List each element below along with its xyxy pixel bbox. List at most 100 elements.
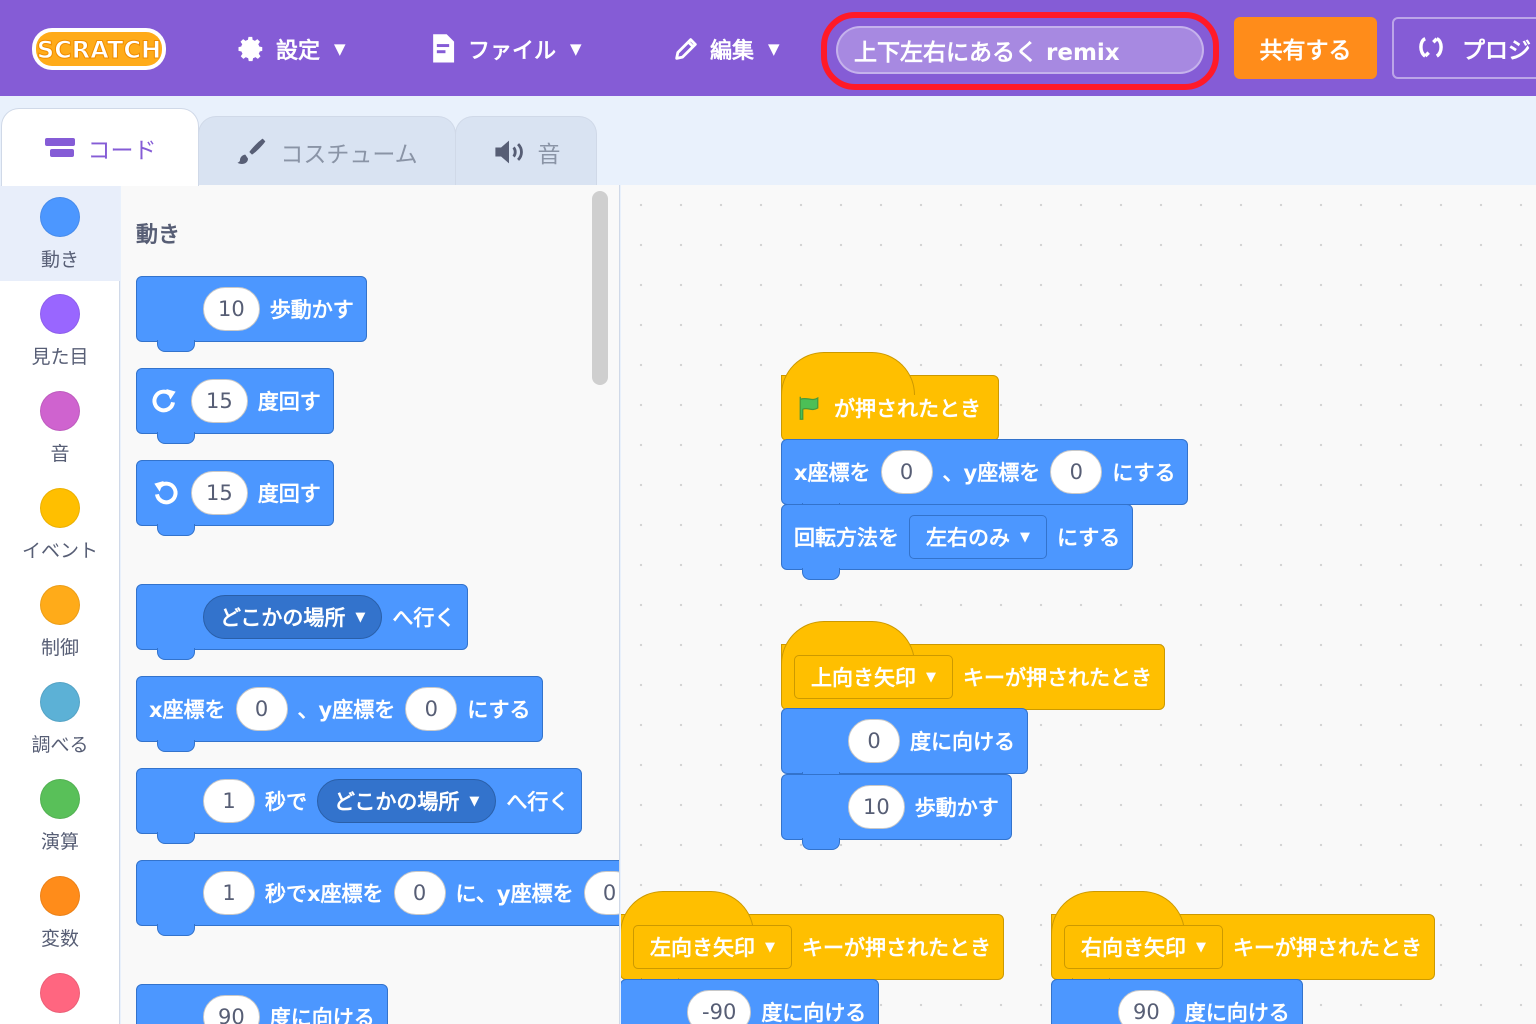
scratch-logo[interactable]: SCRATCH [30,24,168,74]
caret-down-icon: ▼ [768,40,780,58]
when-left-key-pressed-hat[interactable]: 左向き矢印▼ キーが押されたとき [621,891,1004,990]
point-direction-block[interactable]: 90 度に向ける [1051,979,1303,1024]
tab-sounds[interactable]: 音 [455,116,597,186]
rotate-right-icon [152,389,176,413]
dropdown-value: 上向き矢印 [811,666,916,690]
point-direction-block[interactable]: -90 度に向ける [621,979,880,1024]
triangle-down-icon: ▼ [1196,939,1206,955]
category-label: 調べる [31,734,89,756]
move-steps-block[interactable]: 10 歩動かす [781,774,1012,850]
code-blocks-icon [44,137,75,157]
category-my-blocks[interactable] [0,961,120,1024]
share-button[interactable]: 共有する [1234,17,1377,79]
edit-menu[interactable]: 編集 ▼ [672,26,780,72]
code-workspace[interactable]: が押されたとき x座標を 0 、y座標を 0 にする 回転方法を 左右のみ▼ に… [621,185,1536,1024]
goto-target-dropdown[interactable]: どこかの場所▼ [203,595,383,639]
set-rotation-style-block[interactable]: 回転方法を 左右のみ▼ にする [781,504,1134,580]
category-looks[interactable]: 見た目 [0,282,120,378]
category-operators[interactable]: 演算 [0,767,120,863]
glide-to-block[interactable]: 1 秒で どこかの場所▼ へ行く [136,768,583,844]
file-icon [433,34,455,63]
glide-xy-block[interactable]: 1 秒でx座標を 0 に、y座標を 0 [136,860,619,936]
tab-costumes[interactable]: コスチューム [198,116,456,186]
file-menu[interactable]: ファイル ▼ [428,26,582,72]
sound-dot-icon [40,391,80,431]
key-dropdown[interactable]: 上向き矢印▼ [794,655,953,699]
events-dot-icon [40,488,80,528]
steps-input[interactable]: 10 [203,287,260,331]
brush-icon [237,138,266,164]
direction-input[interactable]: 0 [848,719,900,763]
turn-left-block[interactable]: 15 度回す [136,460,334,536]
y-input[interactable]: 0 [583,871,619,915]
category-events[interactable]: イベント [0,476,120,572]
tab-code[interactable]: コード [1,108,199,186]
glide-target-dropdown[interactable]: どこかの場所▼ [317,779,497,823]
turn-right-block[interactable]: 15 度回す [136,368,334,444]
direction-input[interactable]: 90 [1118,990,1175,1024]
green-flag-icon [799,396,819,420]
gear-icon [238,36,263,62]
category-motion[interactable]: 動き [0,185,120,281]
rotation-style-dropdown[interactable]: 左右のみ▼ [909,515,1047,559]
project-title-input[interactable]: 上下左右にあるく remix [836,26,1204,74]
share-label: 共有する [1259,38,1352,64]
speaker-icon [494,140,523,163]
degrees-input[interactable]: 15 [191,471,248,515]
category-control[interactable]: 制御 [0,573,120,669]
dropdown-value: どこかの場所 [220,606,346,630]
key-dropdown[interactable]: 左向き矢印▼ [633,925,792,969]
rotate-left-icon [154,481,178,505]
seconds-input[interactable]: 1 [203,779,255,823]
when-up-key-pressed-hat[interactable]: 上向き矢印▼ キーが押されたとき [781,621,1165,720]
hat-text: キーが押されたとき [963,666,1152,690]
category-label: 音 [50,443,70,465]
steps-input[interactable]: 10 [848,785,905,829]
degrees-input[interactable]: 15 [191,379,248,423]
point-direction-block[interactable]: 90 度に向ける [136,984,388,1024]
x-input[interactable]: 0 [393,871,446,915]
caret-down-icon: ▼ [334,40,346,58]
my-blocks-dot-icon [40,973,80,1013]
key-dropdown[interactable]: 右向き矢印 ▼ [1064,925,1223,969]
seconds-input[interactable]: 1 [203,871,255,915]
category-label: 演算 [40,831,79,853]
goto-block[interactable]: どこかの場所▼ へ行く [136,584,469,660]
variables-dot-icon [40,876,80,916]
menu-bar: SCRATCH 設定 ▼ ファイル ▼ 編集 ▼ 上下左右にあるく remix … [0,0,1536,96]
dropdown-value: どこかの場所 [334,790,460,814]
block-text: 歩動かす [269,298,354,322]
motion-dot-icon [40,197,80,237]
when-right-key-pressed-hat[interactable]: 右向き矢印▼ キーが押されたとき [1051,891,1435,990]
goto-xy-block[interactable]: x座標を 0 、y座標を 0 にする [136,676,544,752]
x-input[interactable]: 0 [235,687,288,731]
hat-text: が押されたとき [834,397,981,421]
tab-code-label: コード [87,137,157,164]
palette-scrollbar[interactable] [592,191,608,385]
goto-xy-block[interactable]: x座標を 0 、y座標を 0 にする [781,439,1189,515]
tab-costumes-label: コスチューム [280,141,418,168]
y-input[interactable]: 0 [1050,450,1103,494]
move-steps-block[interactable]: 10 歩動かす [136,276,367,352]
block-text: 度回す [257,390,321,414]
settings-menu[interactable]: 設定 ▼ [236,26,346,72]
block-text: 度に向ける [910,730,1015,754]
direction-input[interactable]: -90 [687,990,752,1024]
direction-input[interactable]: 90 [203,995,260,1024]
category-label: 変数 [40,928,79,950]
y-input[interactable]: 0 [405,687,458,731]
category-variables[interactable]: 変数 [0,864,120,960]
block-text: 度回す [257,482,321,506]
project-page-icon [1419,37,1443,58]
category-menu: 動き 見た目 音 イベント 制御 調べる 演算 変数 [0,185,120,1024]
dropdown-value: 右向き矢印 [1081,936,1186,960]
point-direction-block[interactable]: 0 度に向ける [781,708,1028,784]
x-input[interactable]: 0 [880,450,933,494]
category-sound[interactable]: 音 [0,379,120,475]
when-flag-clicked-hat[interactable]: が押されたとき [781,352,999,451]
block-text: にする [1112,461,1176,485]
see-project-page-button[interactable]: プロジ [1392,17,1536,79]
tab-sounds-label: 音 [537,141,561,168]
category-sensing[interactable]: 調べる [0,670,120,766]
block-text: 、y座標を [297,698,396,722]
